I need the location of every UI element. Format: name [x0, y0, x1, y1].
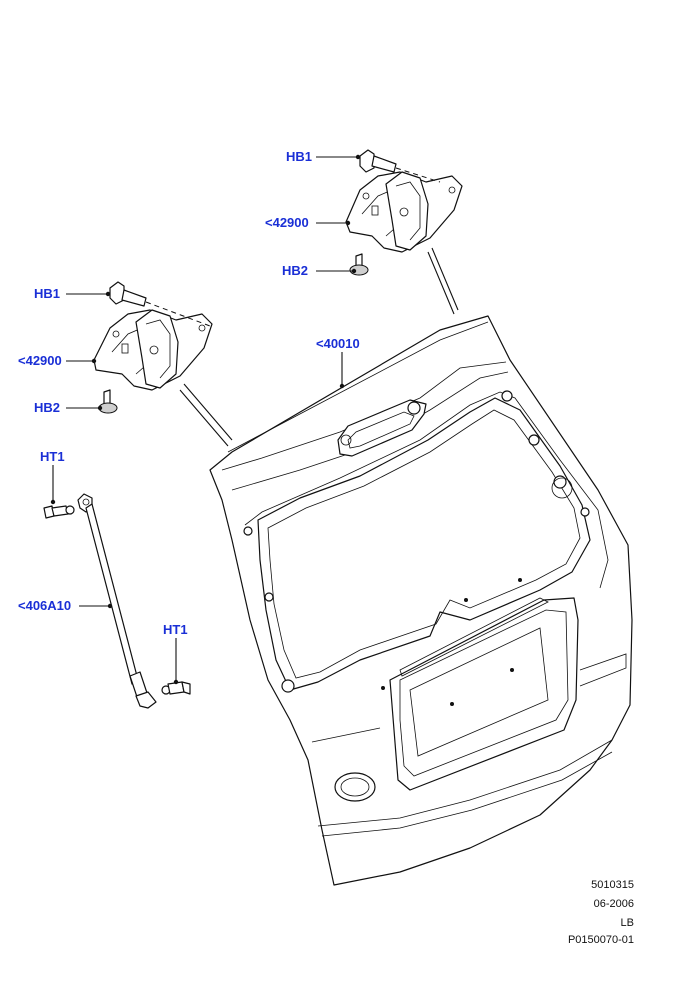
callout-hb2-right[interactable]: HB2 — [282, 263, 309, 278]
tailgate-panel[interactable] — [209, 315, 633, 886]
callout-ht1-bottom[interactable]: HT1 — [163, 622, 188, 637]
ball-stud-top[interactable] — [43, 505, 75, 519]
callout-hb2-left[interactable]: HB2 — [34, 400, 61, 415]
illustration-reference: P0150070-01 — [567, 934, 634, 946]
illustration-code: 5010315 — [591, 879, 634, 891]
gas-strut[interactable] — [77, 493, 157, 709]
callout-42900-left[interactable]: <42900 — [18, 353, 62, 368]
illustration-market: LB — [620, 917, 634, 929]
hinge-bolt-right-top[interactable] — [359, 149, 397, 173]
hinge-bolt-right-bottom[interactable] — [349, 253, 369, 276]
illustration-date: 06-2006 — [593, 898, 634, 910]
callout-hb1-left[interactable]: HB1 — [34, 286, 61, 301]
ball-stud-bottom[interactable] — [161, 681, 191, 695]
callout-ht1-top[interactable]: HT1 — [40, 449, 65, 464]
callout-hb1-right[interactable]: HB1 — [286, 149, 313, 164]
callout-42900-right[interactable]: <42900 — [265, 215, 309, 230]
hinge-bracket-left[interactable] — [93, 309, 213, 391]
callout-406a10-strut[interactable]: <406A10 — [18, 598, 72, 613]
hinge-bracket-right[interactable] — [345, 171, 463, 253]
hinge-bolt-left-top[interactable] — [109, 281, 147, 307]
hinge-bolt-left-bottom[interactable] — [98, 389, 118, 414]
callout-leaders — [50, 154, 361, 685]
callout-40010-tailgate[interactable]: <40010 — [316, 336, 360, 351]
